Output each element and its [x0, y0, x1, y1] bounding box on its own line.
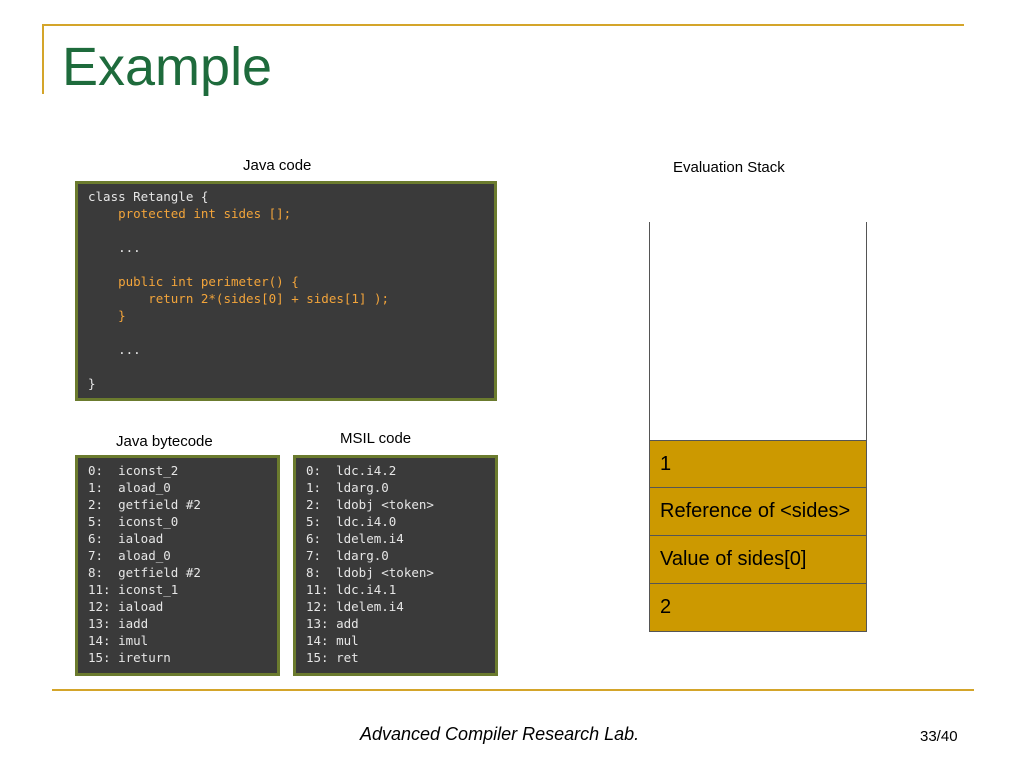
code-line: 15: ret [306, 650, 359, 665]
code-line: 7: aload_0 [88, 548, 171, 563]
footer-lab-name: Advanced Compiler Research Lab. [360, 724, 640, 744]
code-line: 13: add [306, 616, 359, 631]
code-line: } [88, 376, 96, 391]
code-line: class Retangle { [88, 189, 209, 204]
code-line: 6: iaload [88, 531, 164, 546]
evaluation-stack-caption: Evaluation Stack [673, 159, 785, 176]
code-line: ... [88, 240, 141, 255]
code-line: protected int sides []; [88, 206, 292, 221]
java-bytecode-block: 0: iconst_2 1: aload_0 2: getfield #2 5: ic… [75, 455, 280, 676]
page-number: 33/40 [920, 728, 958, 745]
code-line: public int perimeter() { [88, 274, 299, 289]
java-code-caption: Java code [243, 157, 312, 174]
code-line: 14: imul [88, 633, 149, 648]
stack-right-wall [866, 222, 867, 440]
code-line [88, 358, 484, 375]
title-frame-top-rule [42, 24, 964, 26]
code-line: } [88, 308, 126, 323]
code-line: 6: ldelem.i4 [306, 531, 404, 546]
code-line: 5: iconst_0 [88, 514, 179, 529]
code-line: 7: ldarg.0 [306, 548, 389, 563]
msil-code-caption: MSIL code [340, 430, 412, 447]
stack-slot: Reference of <sides> [649, 488, 867, 536]
stack-left-wall [649, 222, 650, 440]
footer-rule [52, 689, 974, 691]
code-line: 11: ldc.i4.1 [306, 582, 397, 597]
code-line: 15: ireturn [88, 650, 171, 665]
slide-title: Example [62, 37, 273, 97]
code-line: 13: iadd [88, 616, 149, 631]
java-bytecode-caption: Java bytecode [116, 433, 213, 450]
code-line [88, 222, 484, 239]
code-line: 1: aload_0 [88, 480, 171, 495]
code-line: ... [88, 342, 141, 357]
code-line: 2: getfield #2 [88, 497, 201, 512]
code-line: 12: ldelem.i4 [306, 599, 404, 614]
code-line: 1: ldarg.0 [306, 480, 389, 495]
code-line: 8: ldobj <token> [306, 565, 434, 580]
code-line: 0: ldc.i4.2 [306, 463, 397, 478]
code-line: 2: ldobj <token> [306, 497, 434, 512]
stack-slot: Value of sides[0] [649, 536, 867, 584]
stack-slot: 1 [649, 440, 867, 488]
code-line: 5: ldc.i4.0 [306, 514, 397, 529]
code-line: 12: iaload [88, 599, 164, 614]
code-line: 0: iconst_2 [88, 463, 179, 478]
code-line: 14: mul [306, 633, 359, 648]
title-frame-left-rule [42, 24, 44, 94]
stack-slot: 2 [649, 584, 867, 632]
code-line [88, 256, 484, 273]
code-line: return 2*(sides[0] + sides[1] ); [88, 291, 390, 306]
java-code-block: class Retangle { protected int sides [];… [75, 181, 497, 401]
code-line [88, 324, 484, 341]
code-line: 11: iconst_1 [88, 582, 179, 597]
code-line: 8: getfield #2 [88, 565, 201, 580]
msil-code-block: 0: ldc.i4.2 1: ldarg.0 2: ldobj <token> 5: … [293, 455, 498, 676]
